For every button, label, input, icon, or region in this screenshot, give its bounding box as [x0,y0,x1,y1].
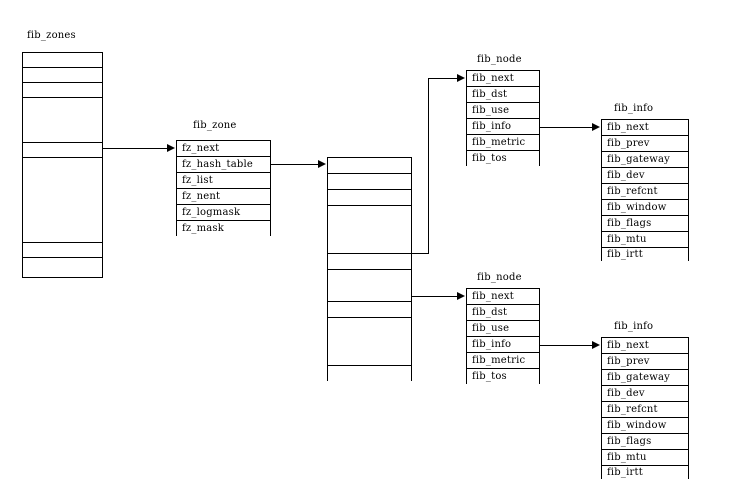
fib-zone-field-fz-hash-table: fz_hash_table [177,157,270,173]
fib-zone-field-fz-logmask: fz_logmask [177,205,270,221]
fib-node-top-field-fib-use: fib_use [467,103,539,119]
fib-node-bottom-caption: fib_node [477,272,522,283]
fib-node-bottom-field-fib-next: fib_next [467,289,539,305]
fib-info-top-field-fib-mtu: fib_mtu [602,232,688,248]
connector-array-to-fib-node-top-seg-v [428,78,429,254]
connector-fib-node-bottom-to-fib-info-bottom-arrow [592,341,600,349]
fib-node-bottom-field-fib-metric: fib_metric [467,353,539,369]
struct-fib-zones [22,52,103,278]
fib-info-bottom-field-fib-irtt: fib_irtt [602,466,688,480]
fib-info-bottom-field-fib-next: fib_next [602,338,688,354]
fib-zones-row-1 [23,68,102,83]
fib-info-top-caption: fib_info [614,103,654,114]
fib-zones-row-0 [23,53,102,68]
fib-zone-field-fz-next: fz_next [177,141,270,157]
struct-fz-hash-table-array [327,157,412,382]
fib-node-bottom-field-fib-tos: fib_tos [467,369,539,385]
fib-zones-caption: fib_zones [27,30,76,41]
hash-array-row-1 [328,174,411,190]
fib-info-bottom-field-fib-mtu: fib_mtu [602,450,688,466]
fib-node-top-caption: fib_node [477,54,522,65]
fib-node-top-field-fib-metric: fib_metric [467,135,539,151]
hash-array-row-2 [328,190,411,206]
fib-zones-row-2 [23,83,102,98]
struct-fib-node-top: fib_next fib_dst fib_use fib_info fib_me… [466,70,540,167]
fib-info-bottom-field-fib-dev: fib_dev [602,386,688,402]
fib-zone-caption: fib_zone [193,120,237,131]
struct-fib-node-bottom: fib_next fib_dst fib_use fib_info fib_me… [466,288,540,385]
fib-node-top-field-fib-dst: fib_dst [467,87,539,103]
fib-zones-row-6 [23,243,102,258]
fib-zone-field-fz-list: fz_list [177,173,270,189]
connector-fib-node-bottom-to-fib-info-bottom-line [540,345,593,346]
connector-array-to-fib-node-top-arrow [457,74,465,82]
connector-array-to-fib-node-top-seg-h2 [428,78,458,79]
fib-info-top-field-fib-gateway: fib_gateway [602,152,688,168]
struct-fib-zone: fz_next fz_hash_table fz_list fz_nent fz… [176,140,271,237]
connector-fz-hash-table-to-array-arrow [318,160,326,168]
connector-array-to-fib-node-top-seg-h1 [412,253,429,254]
fib-info-top-field-fib-window: fib_window [602,200,688,216]
fib-node-bottom-field-fib-use: fib_use [467,321,539,337]
hash-array-row-5 [328,270,411,302]
fib-info-bottom-field-fib-flags: fib_flags [602,434,688,450]
fib-info-bottom-field-fib-refcnt: fib_refcnt [602,402,688,418]
struct-fib-info-bottom: fib_next fib_prev fib_gateway fib_dev fi… [601,337,689,480]
struct-fib-info-top: fib_next fib_prev fib_gateway fib_dev fi… [601,119,689,262]
fib-zone-field-fz-nent: fz_nent [177,189,270,205]
fib-info-top-field-fib-refcnt: fib_refcnt [602,184,688,200]
connector-array-to-fib-node-bottom-arrow [457,292,465,300]
fib-info-top-field-fib-dev: fib_dev [602,168,688,184]
fib-node-top-field-fib-info: fib_info [467,119,539,135]
fib-node-top-field-fib-tos: fib_tos [467,151,539,167]
connector-fz-hash-table-to-array-line [271,164,319,165]
hash-array-row-6 [328,302,411,318]
hash-array-row-3 [328,206,411,254]
fib-info-top-field-fib-next: fib_next [602,120,688,136]
hash-array-row-4 [328,254,411,270]
fib-info-top-field-fib-irtt: fib_irtt [602,248,688,262]
connector-fib-node-top-to-fib-info-top-line [540,127,593,128]
fib-zones-row-5 [23,158,102,243]
fib-info-top-field-fib-prev: fib_prev [602,136,688,152]
fib-zones-row-4 [23,143,102,158]
fib-zones-row-3 [23,98,102,143]
connector-fib-zones-to-fib-zone-arrow [167,144,175,152]
connector-fib-zones-to-fib-zone-line [103,148,168,149]
fib-node-bottom-field-fib-dst: fib_dst [467,305,539,321]
hash-array-row-7 [328,318,411,366]
fib-info-bottom-caption: fib_info [614,321,654,332]
connector-array-to-fib-node-bottom-line [412,296,458,297]
fib-node-bottom-field-fib-info: fib_info [467,337,539,353]
fib-node-top-field-fib-next: fib_next [467,71,539,87]
connector-fib-node-top-to-fib-info-top-arrow [592,123,600,131]
fib-info-bottom-field-fib-window: fib_window [602,418,688,434]
fib-zone-field-fz-mask: fz_mask [177,221,270,237]
fib-info-top-field-fib-flags: fib_flags [602,216,688,232]
hash-array-row-0 [328,158,411,174]
fib-info-bottom-field-fib-prev: fib_prev [602,354,688,370]
fib-info-bottom-field-fib-gateway: fib_gateway [602,370,688,386]
fib-zones-row-7 [23,258,102,277]
hash-array-row-8 [328,366,411,382]
